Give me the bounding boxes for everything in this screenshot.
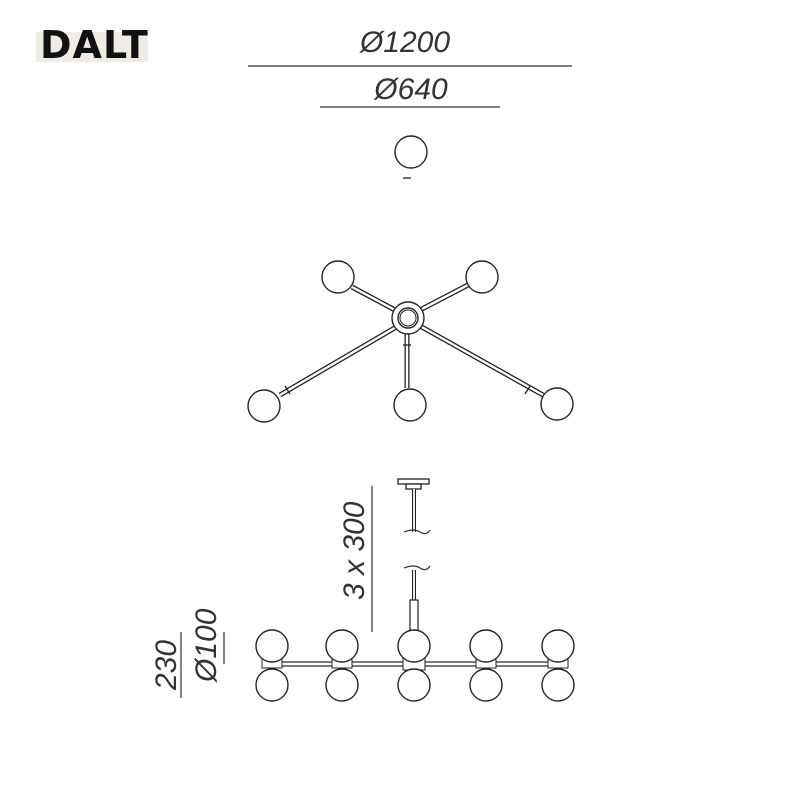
dimension-height: 230	[150, 632, 183, 698]
dimension-globe-diameter: Ø100	[190, 608, 225, 683]
globe-lower-left	[247, 389, 281, 423]
ceiling-canopy	[397, 478, 430, 490]
globe-lower-right	[540, 387, 574, 421]
height-label: 230	[150, 640, 183, 691]
side-globe-top-5	[541, 629, 575, 663]
dimension-inner: Ø640	[320, 73, 500, 108]
product-title-background	[36, 32, 148, 62]
overall-diameter-label: Ø1200	[359, 26, 450, 59]
top-view-arms	[278, 168, 545, 398]
side-globe-bottom-1	[255, 668, 289, 702]
side-globe-bottom-4	[469, 668, 503, 702]
side-globe-top-2	[325, 629, 359, 663]
globe-upper-right	[465, 260, 499, 294]
globe-lower-center	[393, 388, 427, 422]
side-globe-bottom-2	[325, 668, 359, 702]
globe-top	[394, 135, 428, 169]
side-view: 3 x 300 230 Ø100	[150, 478, 575, 702]
globe-diameter-label: Ø100	[190, 608, 223, 683]
globe-upper-left	[321, 260, 355, 294]
top-view	[247, 135, 574, 423]
side-globe-top-3	[397, 629, 431, 663]
inner-diameter-label: Ø640	[373, 73, 448, 106]
cable-length-label: 3 x 300	[338, 501, 371, 600]
dimension-overall: Ø1200	[248, 26, 572, 67]
side-globe-top-4	[469, 629, 503, 663]
side-globe-bottom-5	[541, 668, 575, 702]
product-title: DALT	[40, 23, 149, 67]
side-globe-top-1	[255, 629, 289, 663]
dimension-cable-length: 3 x 300	[338, 486, 373, 632]
suspension-rod	[403, 489, 431, 636]
side-view-bar	[261, 655, 569, 671]
side-globe-bottom-3	[397, 668, 431, 702]
top-view-hub	[391, 301, 425, 335]
